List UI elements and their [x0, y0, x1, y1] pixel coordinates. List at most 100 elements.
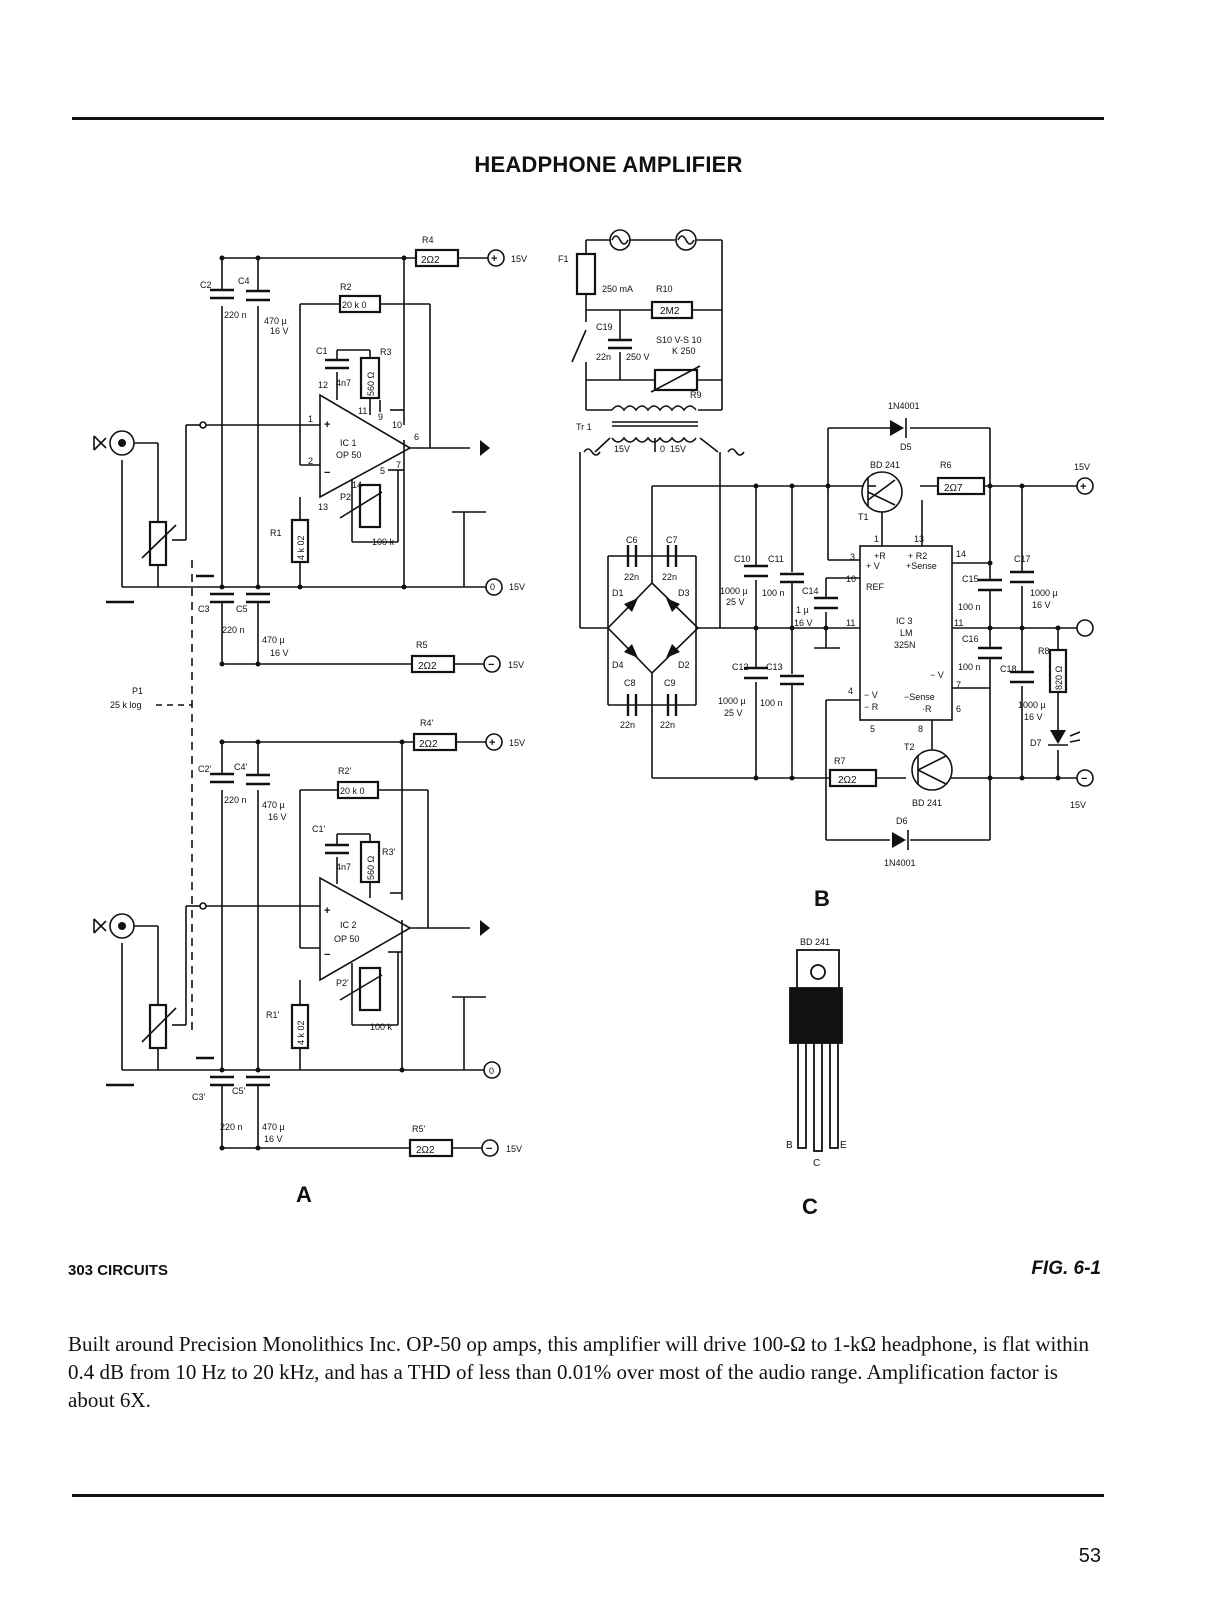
label-c17-voltage: 16 V	[1032, 600, 1051, 610]
ic3-pin-10: 10	[846, 574, 856, 584]
label-c10: C10	[734, 554, 751, 564]
pin-5: 5	[380, 466, 385, 476]
label-c2-value: 220 n	[224, 310, 247, 320]
label-ic1: IC 1	[340, 438, 357, 448]
label-c4-value: 470 µ	[264, 316, 287, 326]
label-d5: D5	[900, 442, 912, 452]
rail-plus-ch2: 15V	[509, 738, 525, 748]
ic3-pin-minus-r: − R	[864, 702, 879, 712]
pin-14: 14	[352, 480, 362, 490]
label-r1-prime-value: 4 k 02	[296, 1020, 306, 1045]
label-r4: R4	[422, 235, 434, 245]
label-c5-value: 470 µ	[262, 635, 285, 645]
label-r8: R8	[1038, 646, 1050, 656]
bd241-package	[789, 949, 843, 1152]
label-c12-value: 1000 µ	[718, 696, 746, 706]
page-number: 53	[1078, 1545, 1101, 1567]
label-d6-type: 1N4001	[884, 858, 916, 868]
ic3-pin-11-right: 11	[954, 618, 963, 628]
rail-minus-ch2: 15V	[506, 1144, 522, 1154]
label-p1-value: 25 k log	[110, 700, 142, 710]
label-c3: C3	[198, 604, 210, 614]
label-c17-value: 1000 µ	[1030, 588, 1058, 598]
label-t1-type: BD 241	[870, 460, 900, 470]
label-r9-type: S10 V-S 10	[656, 335, 702, 345]
label-c1: C1	[316, 346, 328, 356]
label-r7: R7	[834, 756, 846, 766]
label-t1: T1	[858, 512, 869, 522]
label-ic3-type: LM	[900, 628, 913, 638]
label-c6: C6	[626, 535, 638, 545]
label-f1-value: 250 mA	[602, 284, 633, 294]
ic3-pin-6: 6	[956, 704, 961, 714]
label-r1: R1	[270, 528, 282, 538]
plus-terminal-ch1: +	[491, 253, 497, 265]
label-c18-value: 1000 µ	[1018, 700, 1046, 710]
label-c16: C16	[962, 634, 979, 644]
label-c5-voltage: 16 V	[270, 648, 289, 658]
label-supply-minus: 15V	[1070, 800, 1086, 810]
description-paragraph: Built around Precision Monolithics Inc. …	[68, 1332, 1089, 1412]
label-c14-value: 1 µ	[796, 605, 809, 615]
label-c5-prime-voltage: 16 V	[264, 1134, 283, 1144]
bottom-rule	[72, 1494, 1104, 1497]
label-c15: C15	[962, 574, 979, 584]
ic3-pin-4: 4	[848, 686, 853, 696]
label-c18-voltage: 16 V	[1024, 712, 1043, 722]
schematic-diagram: R4 2Ω2 R2 20 k 0 C2 220 n C4 470 µ 16 V …	[93, 229, 1094, 1219]
rail-zero-label-ch1: 0	[490, 582, 495, 592]
rail-zero-ch1: 15V	[509, 582, 525, 592]
label-r5: R5	[416, 640, 428, 650]
ic3-pin-plus-v: + V	[866, 561, 880, 571]
label-f1: F1	[558, 254, 569, 264]
label-tr-left: 15V	[614, 444, 630, 454]
ic3-pin-7: 7	[956, 680, 961, 690]
rail-zero-label-ch2: 0	[489, 1066, 494, 1076]
plus-terminal-supply: +	[1080, 481, 1086, 493]
label-r8-value: 820 Ω	[1054, 665, 1064, 690]
page-title: HEADPHONE AMPLIFIER	[474, 152, 743, 177]
label-c15-value: 100 n	[958, 602, 981, 612]
label-c4-prime-voltage: 16 V	[268, 812, 287, 822]
ic3-pin-11-left: 11	[846, 618, 855, 628]
label-d3: D3	[678, 588, 690, 598]
label-c2-prime: C2'	[198, 764, 212, 774]
pin-13: 13	[318, 502, 328, 512]
label-c6-value: 22n	[624, 572, 639, 582]
label-r7-value: 2Ω2	[838, 775, 857, 786]
label-ic3-number: 325N	[894, 640, 916, 650]
label-d4: D4	[612, 660, 624, 670]
label-ic3: IC 3	[896, 616, 913, 626]
label-r9-code: K 250	[672, 346, 696, 356]
label-c5: C5	[236, 604, 248, 614]
label-p1: P1	[132, 686, 143, 696]
label-tr-right: 15V	[670, 444, 686, 454]
label-r10-value: 2M2	[660, 306, 680, 317]
label-r6: R6	[940, 460, 952, 470]
label-supply-plus: 15V	[1074, 462, 1090, 472]
label-c5-prime: C5'	[232, 1086, 246, 1096]
label-c7-value: 22n	[662, 572, 677, 582]
ic3-pin-minus-v: − V	[930, 670, 944, 680]
label-tr-mid: 0	[660, 444, 665, 454]
label-r5-prime: R5'	[412, 1124, 426, 1134]
label-c9: C9	[664, 678, 676, 688]
label-c19-value: 22n	[596, 352, 611, 362]
label-c2-prime-value: 220 n	[224, 795, 247, 805]
ic3-pin-8: 8	[918, 724, 923, 734]
label-d7: D7	[1030, 738, 1042, 748]
ic3-pin-plus-r: +R	[874, 551, 886, 561]
label-c3-prime-value: 220 n	[220, 1122, 243, 1132]
label-r2-prime-value: 20 k 0	[340, 786, 365, 796]
label-r5-prime-value: 2Ω2	[416, 1145, 435, 1156]
label-r3-prime: R3'	[382, 847, 396, 857]
ic3-pin-plus-sense: +Sense	[906, 561, 937, 571]
ic3-pin-5: 5	[870, 724, 875, 734]
panel-label-a: A	[296, 1182, 312, 1207]
label-pin-b: B	[786, 1140, 793, 1151]
label-c16-value: 100 n	[958, 662, 981, 672]
label-tr1: Tr 1	[576, 422, 592, 432]
label-r5-value: 2Ω2	[418, 661, 437, 672]
figure-number: FIG. 6-1	[1031, 1258, 1101, 1279]
label-p2: P2	[340, 492, 351, 502]
